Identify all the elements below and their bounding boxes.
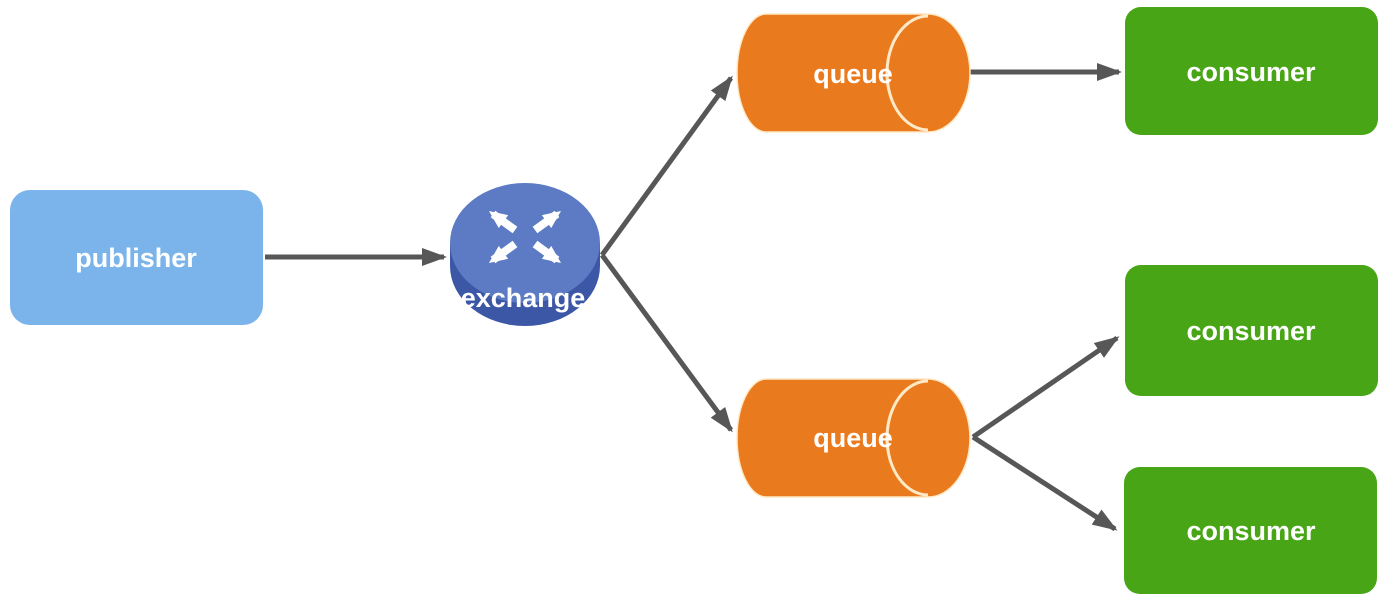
node-publisher: publisher — [10, 190, 263, 325]
queue-top-cap-seam — [885, 14, 929, 132]
consumer-bottom-label: consumer — [1186, 516, 1316, 546]
edge-queue-bottom-consumer-bottom — [971, 434, 1118, 532]
consumer-middle-label: consumer — [1186, 316, 1316, 346]
consumer-top-box — [1125, 7, 1378, 135]
edge-exchange-queue-top — [599, 75, 734, 257]
node-queue-bottom: queue — [736, 378, 971, 498]
edge-exchange-queue-bottom — [599, 253, 734, 433]
publisher-box — [10, 190, 263, 325]
glyph-arrow-up-right — [532, 210, 562, 234]
exchange-top-face — [450, 183, 600, 303]
queue-bottom-body — [736, 378, 971, 498]
node-queue-top: queue — [736, 13, 971, 133]
publisher-label: publisher — [75, 243, 197, 273]
consumer-bottom-box — [1124, 467, 1377, 594]
consumer-middle-box — [1125, 265, 1378, 396]
node-consumer-middle: consumer — [1125, 265, 1378, 396]
consumer-top-label: consumer — [1186, 57, 1316, 87]
node-exchange: exchange — [450, 183, 600, 326]
edges — [265, 63, 1122, 532]
glyph-arrow-up-left — [488, 210, 518, 234]
four-way-arrows-icon — [488, 210, 562, 264]
glyph-arrow-down-left — [488, 240, 518, 264]
queue-bottom-cap-seam — [885, 379, 929, 497]
glyph-arrow-down-right — [532, 240, 562, 264]
node-consumer-top: consumer — [1125, 7, 1378, 135]
queue-top-label: queue — [813, 59, 893, 89]
queue-top-body — [736, 13, 971, 133]
exchange-label: exchange — [461, 283, 586, 313]
node-consumer-bottom: consumer — [1124, 467, 1377, 594]
edge-queue-bottom-consumer-middle — [971, 335, 1120, 440]
queue-bottom-label: queue — [813, 423, 893, 453]
